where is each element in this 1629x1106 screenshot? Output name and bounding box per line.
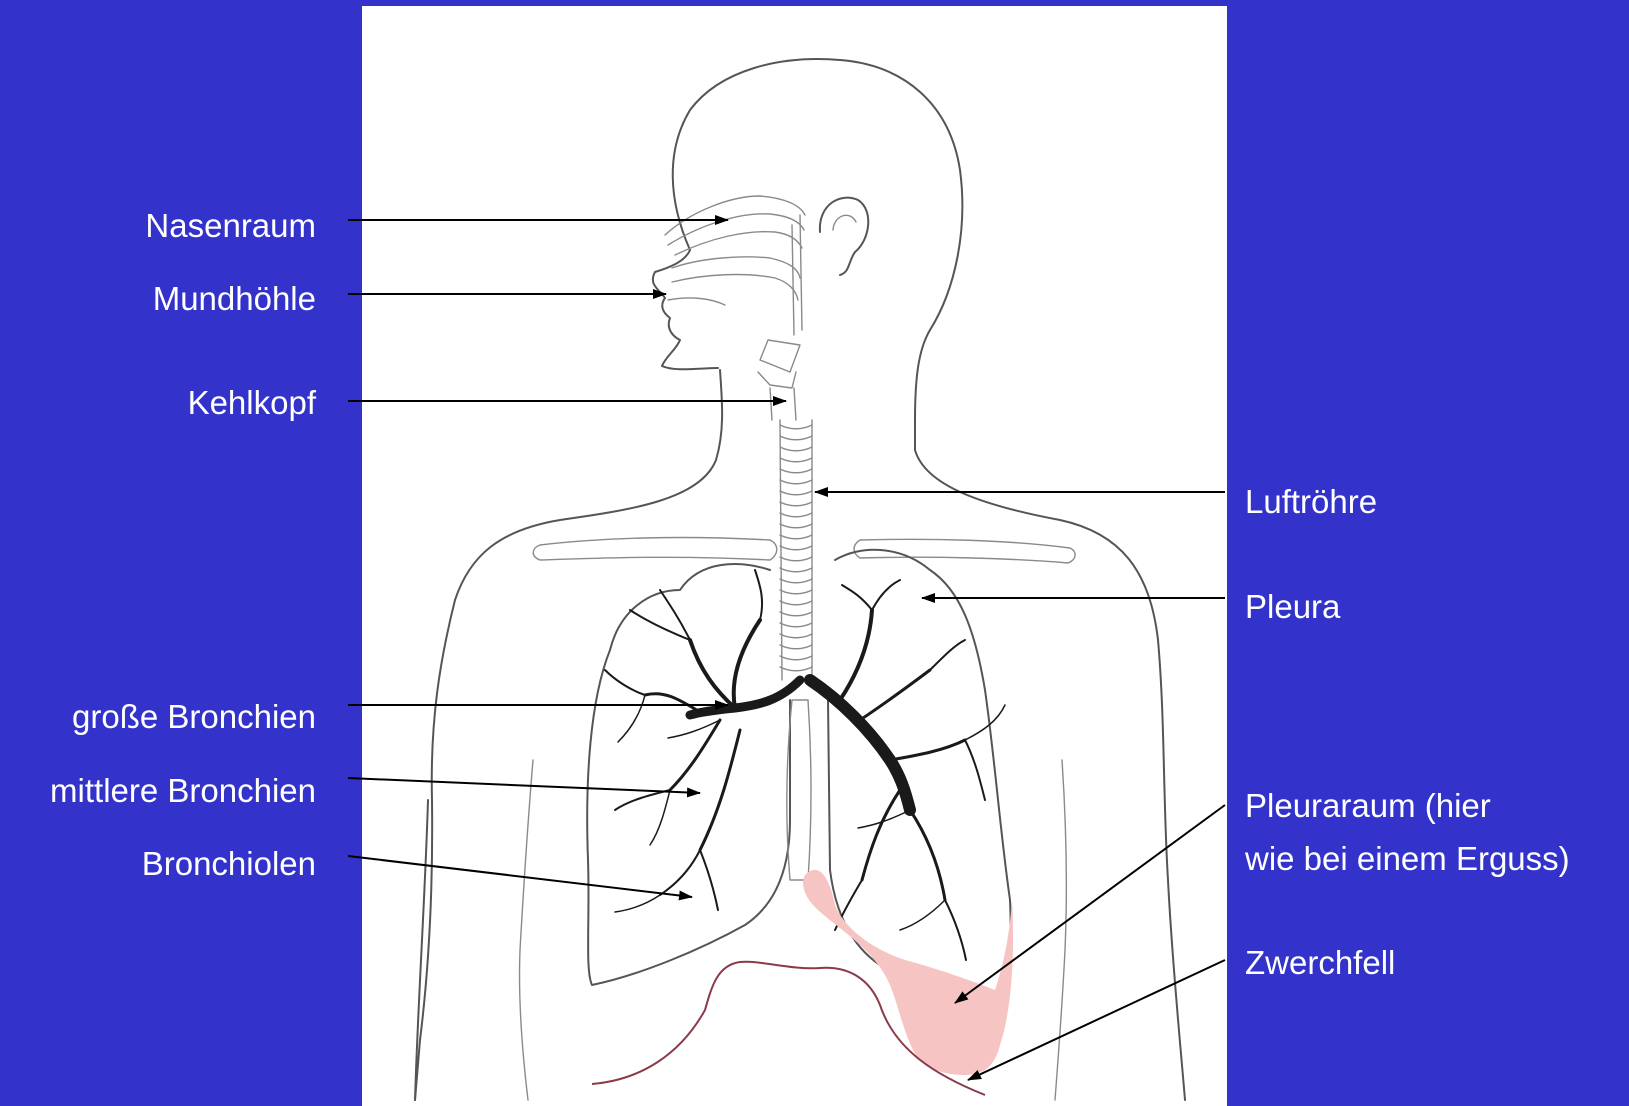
label-nasenraum: Nasenraum: [145, 207, 316, 244]
label-pleuraraum-line1: Pleuraraum (hier: [1245, 787, 1491, 824]
label-zwerchfell: Zwerchfell: [1245, 944, 1395, 981]
drawing-paper: [362, 6, 1227, 1106]
label-mundhoehle: Mundhöhle: [153, 280, 316, 317]
label-grosse-bronchien: große Bronchien: [72, 698, 316, 735]
label-kehlkopf: Kehlkopf: [188, 384, 317, 421]
label-pleura: Pleura: [1245, 588, 1341, 625]
label-bronchiolen: Bronchiolen: [142, 845, 316, 882]
label-pleuraraum-line2: wie bei einem Erguss): [1244, 840, 1570, 877]
label-mittlere-bronchien: mittlere Bronchien: [50, 772, 316, 809]
label-luftroehre: Luftröhre: [1245, 483, 1377, 520]
